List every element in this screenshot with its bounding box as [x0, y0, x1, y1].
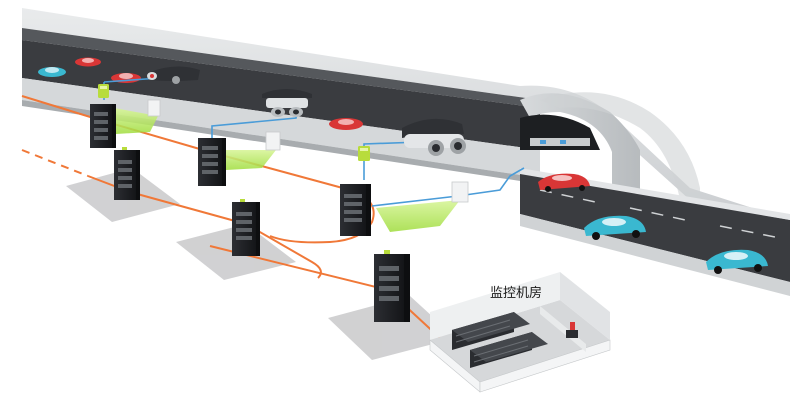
coverage-cones: [114, 108, 460, 232]
coverage-cone: [224, 150, 276, 170]
tunnel-arch: [520, 93, 640, 232]
room-wall-right: [560, 272, 610, 340]
coverage-cone: [376, 200, 460, 232]
control-room-label: 监控机房: [490, 286, 543, 301]
room-partition: [540, 306, 586, 352]
server-rack-icon: [452, 312, 530, 350]
poe-injector-icon: [358, 146, 370, 161]
room-wall-front: [479, 339, 611, 393]
network-cable: [371, 167, 525, 207]
wall-boxes: [147, 99, 469, 203]
lane-marking: [539, 189, 781, 239]
car-icon: [538, 173, 590, 192]
chair: [570, 322, 575, 330]
tunnel-sign-light: [560, 140, 566, 144]
industrial-switch-icon: [374, 250, 410, 322]
server-rack-icon: [470, 332, 548, 368]
control-room: [429, 272, 611, 393]
fiber-line: [129, 191, 247, 225]
fiber-line: [21, 95, 101, 121]
desk: [566, 330, 578, 338]
car-icon: [75, 57, 101, 67]
coverage-cone: [114, 108, 158, 134]
car-icon: [706, 249, 768, 274]
fiber-line: [245, 223, 322, 279]
dome-camera-icon: [262, 89, 312, 117]
platform-shadow: [328, 296, 456, 360]
room-wall-back: [430, 272, 560, 340]
wall-box: [147, 99, 161, 117]
wall-box: [451, 181, 469, 203]
bullet-camera-icon: [402, 118, 466, 156]
car-icon: [329, 118, 363, 130]
cameras: [147, 66, 466, 156]
industrial-switch-icon: [340, 184, 371, 236]
industrial-switch-icon: [90, 104, 116, 148]
wall-box: [265, 131, 281, 151]
bullet-camera-icon: [147, 66, 200, 84]
poe-injector-icon: [98, 84, 109, 98]
industrial-switch-icon: [232, 199, 260, 256]
fiber-line-dashed: [21, 149, 89, 177]
tunnel-arch-outer: [540, 92, 700, 200]
car-icon: [38, 67, 66, 77]
car-icon: [584, 215, 646, 240]
switches: [90, 104, 410, 322]
industrial-switch-icon: [114, 147, 140, 200]
tunnel-ceiling: [22, 8, 790, 232]
tunnel-inner-wall: [22, 28, 540, 108]
poe-injectors: [98, 84, 370, 161]
tunnel-sign-light: [540, 140, 546, 144]
industrial-switch-icon: [198, 138, 226, 186]
